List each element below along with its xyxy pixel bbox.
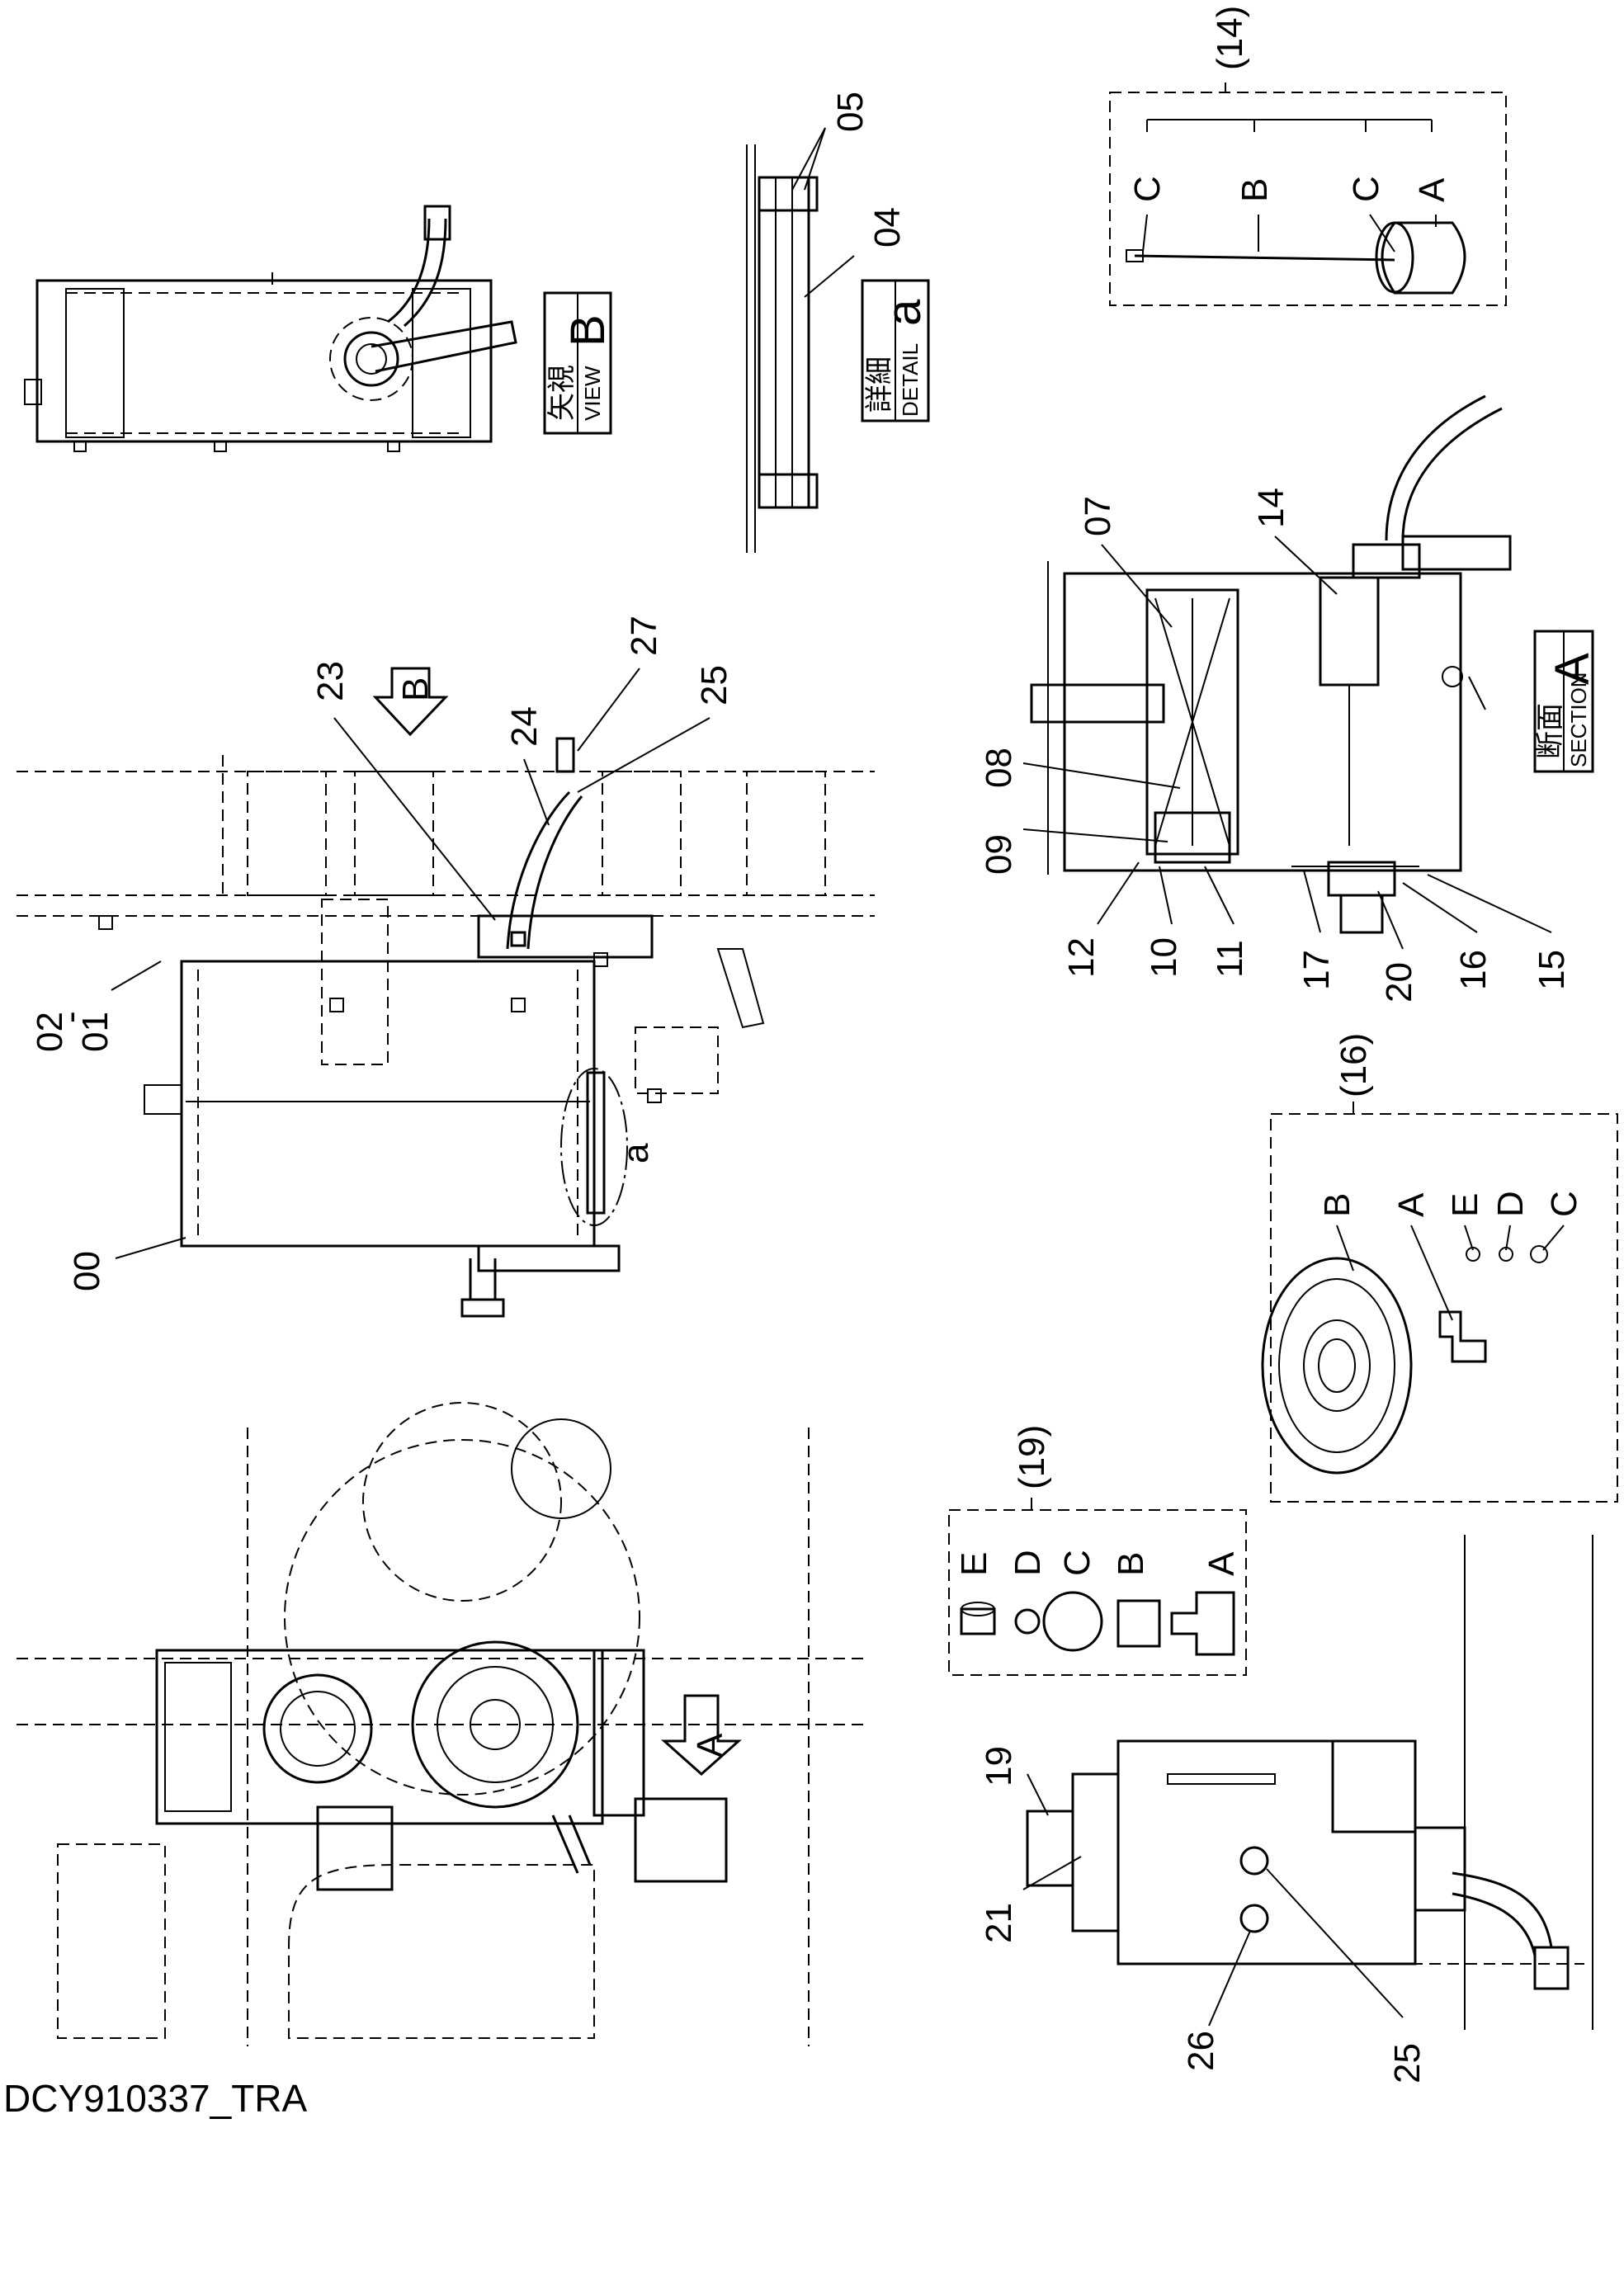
- kit-14-part-b: B: [1235, 178, 1275, 202]
- callout-10: 10: [1144, 937, 1184, 978]
- callout-25-main: 25: [694, 665, 734, 705]
- section-a-letter: A: [1546, 653, 1599, 685]
- callout-05: 05: [830, 92, 871, 132]
- kit-14-part-a: A: [1412, 177, 1452, 202]
- arrow-b: B: [372, 667, 449, 737]
- callout-23: 23: [310, 661, 351, 701]
- main-view-callouts: 23 24 27 25 02 - 01 00 a: [30, 616, 734, 1291]
- callout-a: a: [616, 1143, 656, 1163]
- callout-21: 21: [979, 1903, 1019, 1943]
- callout-15: 15: [1532, 950, 1572, 990]
- callout-00: 00: [67, 1251, 107, 1291]
- arrow-a-letter: A: [690, 1733, 730, 1758]
- view-b-drawing: [24, 205, 517, 452]
- callout-20: 20: [1379, 962, 1419, 1003]
- callout-16: 16: [1453, 950, 1494, 990]
- callout-17: 17: [1296, 950, 1337, 990]
- kit-19-part-d: D: [1008, 1550, 1048, 1576]
- section-a-callouts: 07 14 08 09 12 10 11 17 20 16 15: [979, 488, 1572, 1003]
- callout-dash: -: [50, 1011, 91, 1023]
- main-view-hose: [506, 737, 583, 950]
- callout-02: 02: [30, 1012, 70, 1052]
- callout-19: 19: [979, 1746, 1019, 1786]
- callout-08: 08: [979, 748, 1019, 788]
- callout-14: 14: [1251, 488, 1291, 528]
- section-a-drawing: [1030, 394, 1512, 934]
- callout-07: 07: [1078, 496, 1118, 536]
- view-b-jp: 矢視: [545, 365, 578, 421]
- kit-14-part-c2: C: [1346, 176, 1386, 202]
- view-b-letter: B: [561, 314, 615, 347]
- kit-16-part-b: B: [1317, 1193, 1357, 1217]
- kit-16-part-a: A: [1391, 1192, 1432, 1217]
- section-a-en: SECTION: [1566, 672, 1591, 767]
- kit-14: (14) C B C A: [1109, 6, 1507, 306]
- main-view-dashed-a: [560, 1068, 628, 1226]
- kit-16-part-c: C: [1544, 1191, 1584, 1217]
- callout-01: 01: [75, 1012, 116, 1052]
- detail-a-en: DETAIL: [898, 343, 923, 417]
- kit-19-part-a: A: [1201, 1551, 1242, 1576]
- detail-a-drawing: [746, 144, 819, 553]
- callout-04: 04: [867, 207, 908, 248]
- callout-11: 11: [1210, 940, 1250, 978]
- callout-25-side: 25: [1387, 2043, 1428, 2083]
- callout-24: 24: [504, 706, 545, 747]
- detail-a-jp: 詳細: [863, 356, 896, 413]
- arrow-b-letter: B: [395, 677, 436, 701]
- kit-16: (16) B A E D C: [1261, 1033, 1618, 1503]
- kit-16-part-d: D: [1490, 1191, 1531, 1217]
- callout-12: 12: [1061, 937, 1102, 978]
- lower-left-view: A: [17, 1402, 866, 2046]
- kit-19-part-b: B: [1111, 1552, 1151, 1576]
- detail-a-callouts: 05 04 詳細 DETAIL a: [791, 92, 931, 422]
- side-view-callouts: 19 21 26 25: [979, 1746, 1428, 2083]
- drawing-code: DCY910337_TRA: [3, 2077, 308, 2120]
- detail-a-letter: a: [877, 299, 931, 326]
- side-view: [1026, 1535, 1593, 2030]
- kit-19-part-e: E: [954, 1552, 994, 1576]
- section-a-jp: 断面: [1534, 703, 1567, 759]
- view-b-en: VIEW: [580, 366, 605, 421]
- callout-27: 27: [624, 616, 664, 656]
- kit-19-title: (19): [1012, 1425, 1052, 1489]
- callout-26: 26: [1181, 2031, 1221, 2071]
- section-a-label-box: 断面 SECTION A: [1533, 630, 1599, 773]
- kit-14-part-c1: C: [1127, 176, 1168, 202]
- main-view-frame: [17, 755, 875, 1318]
- kit-14-title: (14): [1210, 6, 1250, 70]
- view-b-label-box: 矢視 VIEW B: [543, 291, 615, 435]
- kit-16-part-e: E: [1445, 1193, 1485, 1217]
- kit-16-title: (16): [1334, 1033, 1374, 1097]
- kit-19: (19) E D C B A: [948, 1425, 1247, 1676]
- kit-19-part-c: C: [1057, 1550, 1098, 1576]
- callout-09: 09: [979, 834, 1019, 875]
